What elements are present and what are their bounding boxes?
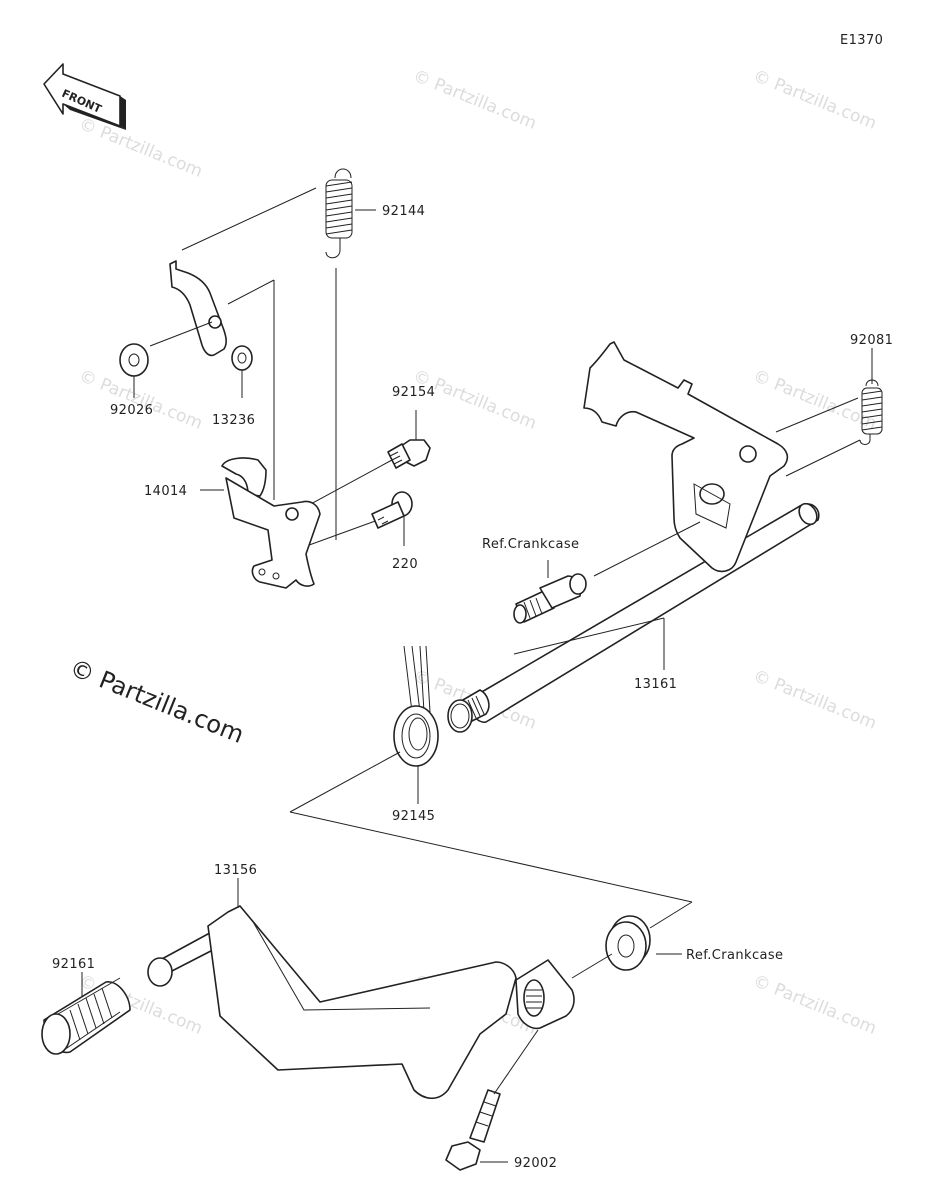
- bolt-92002-icon: [445, 1089, 501, 1171]
- callout-13156: 13156: [214, 863, 257, 878]
- callout-92002: 92002: [514, 1156, 557, 1171]
- shift-shaft-13161-icon: [447, 502, 820, 733]
- watermark-tile: © Partzilla.com: [750, 971, 879, 1039]
- spring-92144-icon: [325, 168, 353, 259]
- shift-lever-assembly-icon: [583, 341, 789, 573]
- callout-220: 220: [392, 557, 418, 572]
- callout-13161: 13161: [634, 677, 677, 692]
- watermark-tile: © Partzilla.com: [750, 366, 879, 434]
- bolt-220-icon: [371, 491, 413, 529]
- callout-14014: 14014: [144, 484, 187, 499]
- stopper-lever-icon: [169, 260, 253, 371]
- callout-92081: 92081: [850, 333, 893, 348]
- main-watermark: © Partzilla.com: [66, 654, 248, 749]
- callout-92026: 92026: [110, 403, 153, 418]
- bolt-92154-icon: [387, 439, 431, 469]
- watermark-tile: © Partzilla.com: [76, 114, 205, 182]
- shift-arm-14014-icon: [221, 457, 321, 589]
- pivot-stud-icon: [513, 573, 587, 624]
- ref-crankcase-upper: Ref.Crankcase: [482, 537, 579, 552]
- washer-92026-icon: [119, 343, 149, 377]
- callout-92161: 92161: [52, 957, 95, 972]
- callout-92154: 92154: [392, 385, 435, 400]
- watermark-tile: © Partzilla.com: [410, 66, 539, 134]
- callout-13236: 13236: [212, 413, 255, 428]
- watermark-tile: © Partzilla.com: [76, 366, 205, 434]
- crankcase-collar-icon: [605, 915, 651, 971]
- watermark-tile: © Partzilla.com: [750, 666, 879, 734]
- torsion-spring-92145-icon: [393, 645, 439, 767]
- pedal-rubber-92161-icon: [41, 977, 131, 1055]
- shift-pedal-13156-icon: [147, 905, 517, 1100]
- pedal-clamp-icon: [515, 959, 575, 1030]
- callout-92145: 92145: [392, 809, 435, 824]
- ref-crankcase-lower: Ref.Crankcase: [686, 948, 783, 963]
- diagram-code: E1370: [840, 33, 883, 48]
- watermark-tile: © Partzilla.com: [750, 66, 879, 134]
- callout-92144: 92144: [382, 204, 425, 219]
